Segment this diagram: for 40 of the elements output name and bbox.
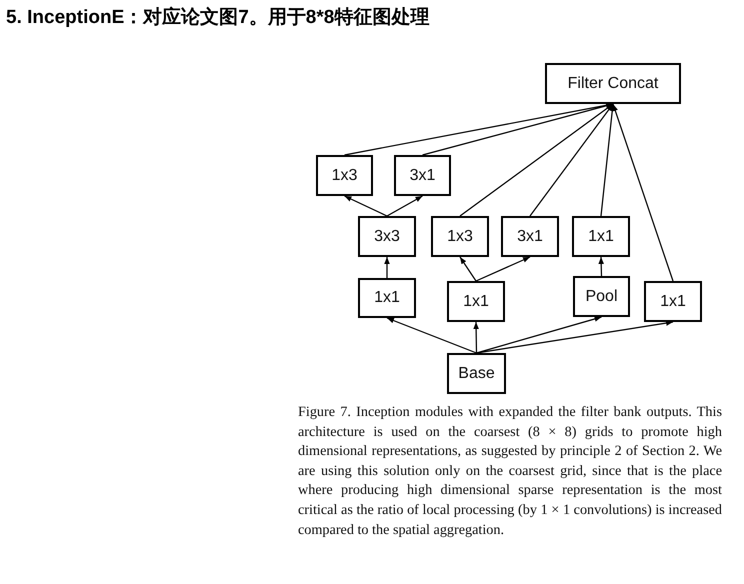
arrow [476, 256, 530, 282]
arrow [386, 195, 423, 217]
layer-label: 1x3 [332, 166, 358, 184]
layer-box [572, 216, 630, 257]
layer-box [431, 216, 489, 257]
arrow [460, 256, 476, 282]
layer-label: 1x3 [447, 228, 473, 246]
layer-box [394, 155, 451, 196]
layer-label: 3x1 [517, 228, 543, 246]
layer-box [447, 353, 506, 394]
layer-box [447, 281, 505, 322]
arrow [473, 322, 479, 354]
arrow [476, 316, 602, 354]
arrow [384, 257, 390, 278]
arrow [600, 104, 616, 216]
layer-label: Filter Concat [568, 74, 658, 92]
arrow [612, 104, 674, 282]
layer-box [644, 281, 702, 322]
layer-box [501, 216, 559, 257]
heading: 5. InceptionE：对应论文图7。用于8*8特征图处理 [6, 6, 430, 30]
layer-box [358, 278, 416, 318]
layer-label: 3x1 [410, 166, 436, 184]
arrow [386, 317, 477, 354]
layer-label: 1x1 [463, 292, 489, 310]
layer-label: 1x1 [588, 228, 614, 246]
layer-label: Pool [585, 288, 618, 306]
layer-box [316, 155, 373, 196]
layer-label: 1x1 [374, 289, 400, 307]
layer-box [545, 63, 681, 104]
arrow [530, 104, 614, 216]
arrow [344, 195, 388, 217]
arrow [460, 104, 614, 216]
figure-caption: Figure 7. Inception modules with expanded the filter bank outputs. This architecture is used on the coarsest (8 × 8) grids to promote high dimensional representations, as suggested by principle 2 of Section 2. We are using this solution only on the coarsest grid, since that is the place where producing high dimensional sparse representation is the most critical as the ratio of local processing (by 1 × 1 convolutions) is increased compared to the spatial aggregation. [298, 403, 722, 540]
arrow [476, 320, 674, 354]
layer-label: 1x1 [660, 292, 686, 310]
layer-label: Base [458, 364, 495, 382]
layer-box [358, 216, 416, 257]
arrow [598, 256, 604, 276]
layer-box [573, 276, 630, 317]
layer-label: 3x3 [374, 228, 400, 246]
